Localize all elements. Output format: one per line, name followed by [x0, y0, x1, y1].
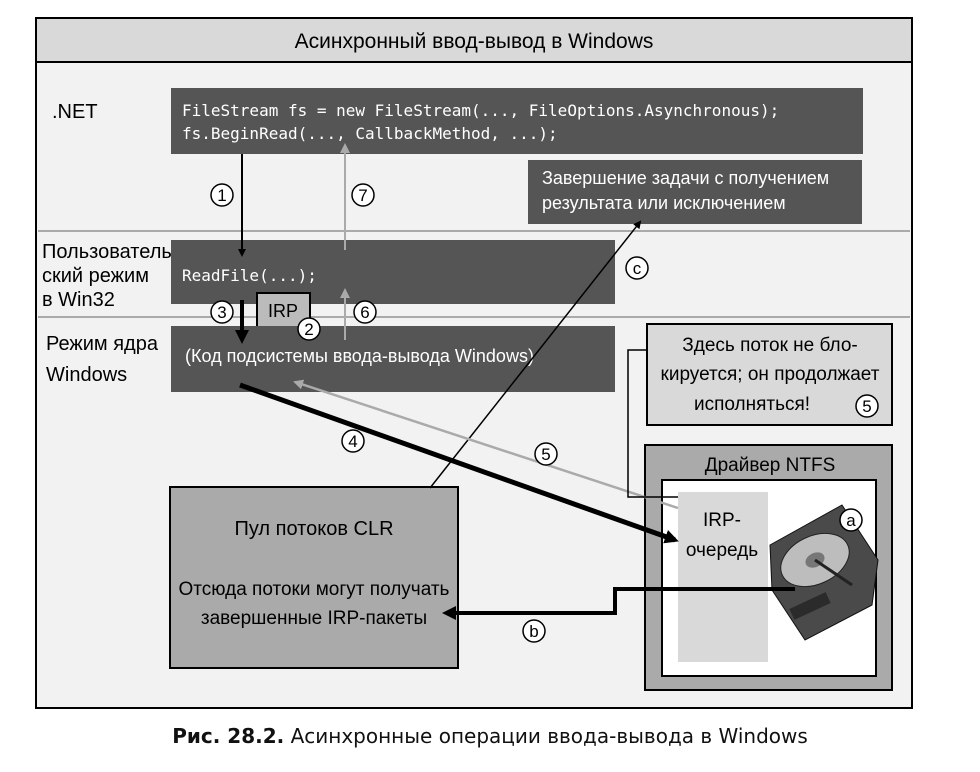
svg-text:b: b: [529, 622, 538, 641]
code-line-2: fs.BeginRead(..., CallbackMethod, ...);: [182, 124, 558, 143]
no-block-line-3: исполняться!: [694, 394, 810, 415]
kernel-code-text: (Код подсистемы ввода-вывода Windows): [185, 346, 534, 366]
code-line-1: FileStream fs = new FileStream(..., File…: [182, 101, 779, 120]
clr-pool-title: Пул потоков CLR: [234, 518, 393, 540]
layer-label-user-1: Пользователь-: [42, 241, 178, 263]
marker-2: 2: [297, 317, 321, 341]
diagram-title: Асинхронный ввод-вывод в Windows: [295, 30, 654, 53]
ntfs-driver-label: Драйвер NTFS: [705, 455, 836, 476]
clr-pool-box: [169, 486, 459, 669]
marker-b: b: [522, 619, 546, 643]
irp-queue-line-2: очередь: [686, 540, 758, 561]
svg-text:7: 7: [358, 186, 367, 205]
svg-text:a: a: [846, 511, 856, 530]
no-block-line-2: кируется; он продолжает: [661, 364, 880, 385]
arrow-step-c: [429, 220, 642, 489]
svg-text:c: c: [633, 259, 642, 278]
task-completion-line-2: результата или исключением: [542, 193, 786, 213]
title-bar: [35, 17, 913, 63]
task-completion-box: [528, 160, 862, 224]
clr-pool-line-2: завершенные IRP-пакеты: [201, 608, 427, 629]
task-completion-line-1: Завершение задачи с получением: [542, 168, 829, 188]
svg-text:2: 2: [304, 320, 313, 339]
marker-3: 3: [210, 300, 234, 324]
svg-text:1: 1: [217, 186, 226, 205]
svg-text:5: 5: [541, 445, 550, 464]
arrow-step-5: [293, 379, 679, 510]
irp-label: IRP: [268, 301, 298, 321]
layer-label-user-2: ский режим: [42, 265, 149, 287]
marker-1: 1: [210, 183, 234, 207]
clr-pool-line-1: Отсюда потоки могут получать: [179, 579, 450, 600]
layer-label-user-3: в Win32: [42, 289, 115, 311]
svg-text:5: 5: [862, 397, 871, 416]
marker-7: 7: [351, 183, 375, 207]
marker-a: a: [839, 508, 863, 532]
layer-label-kernel-1: Режим ядра: [46, 333, 159, 355]
arrow-step-4: [239, 382, 679, 544]
layer-label-dotnet: .NET: [52, 101, 98, 123]
layer-label-kernel-2: Windows: [46, 364, 127, 386]
note-bracket: [627, 349, 678, 498]
marker-4: 4: [341, 429, 365, 453]
marker-6: 6: [353, 300, 377, 324]
caption-text: Асинхронные операции ввода-вывода в Wind…: [284, 724, 808, 748]
figure-caption: Рис. 28.2. Асинхронные операции ввода-вы…: [0, 724, 980, 748]
caption-label: Рис. 28.2.: [172, 724, 285, 748]
irp-queue-area: [678, 492, 768, 662]
arrow-step-b: [442, 587, 795, 620]
svg-text:4: 4: [348, 432, 357, 451]
no-block-note: [646, 323, 893, 426]
marker-c: c: [625, 256, 649, 280]
hard-disk-icon: [769, 504, 879, 641]
irp-queue-line-1: IRP-: [703, 510, 741, 531]
svg-text:3: 3: [217, 303, 226, 322]
marker-5-note: 5: [855, 394, 879, 418]
readfile-code: ReadFile(...);: [182, 266, 317, 285]
dotnet-code-box: [171, 88, 863, 154]
marker-5: 5: [534, 442, 558, 466]
svg-text:6: 6: [360, 303, 369, 322]
no-block-line-1: Здесь поток не бло-: [682, 335, 857, 356]
